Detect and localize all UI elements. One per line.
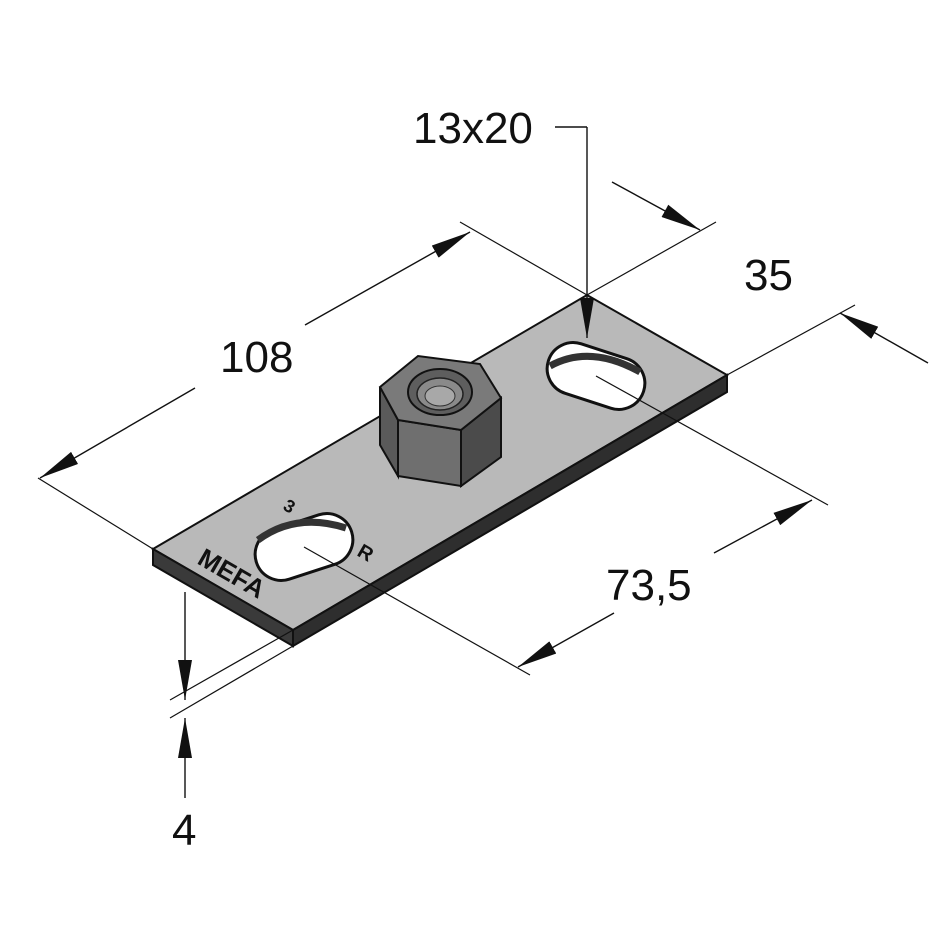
thickness-label: 4 bbox=[172, 806, 196, 855]
dim-length: 108 bbox=[37, 221, 588, 550]
dim-slot-size: 13x20 bbox=[413, 104, 594, 338]
nut-face-center bbox=[397, 418, 462, 488]
dim-hole-spacing: 73,5 bbox=[303, 375, 829, 676]
hex-nut bbox=[378, 354, 503, 488]
plate-right-edge bbox=[292, 373, 728, 648]
dim-width: 35 bbox=[586, 181, 929, 376]
dim-thickness: 4 bbox=[169, 592, 294, 855]
width-label: 35 bbox=[744, 251, 793, 300]
length-label: 108 bbox=[220, 333, 293, 382]
slot-size-label: 13x20 bbox=[413, 104, 533, 153]
hole-spacing-label: 73,5 bbox=[606, 561, 692, 610]
